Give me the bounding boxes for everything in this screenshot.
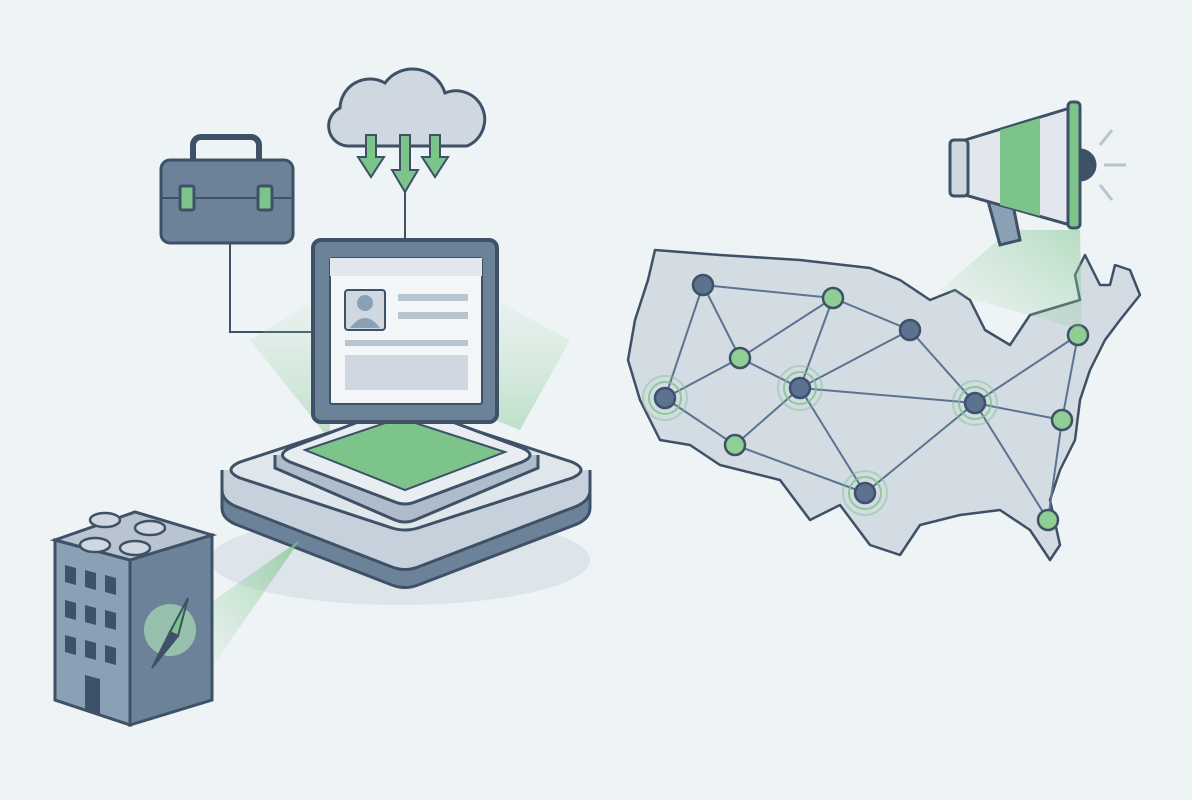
network-edge: [734, 387, 801, 446]
node-pulse-ring: [783, 371, 817, 405]
node-pulse-ring: [958, 386, 992, 420]
network-edge: [664, 397, 736, 446]
network-edge: [864, 402, 976, 494]
network-edge: [734, 444, 866, 494]
node-pulse-ring: [642, 375, 688, 421]
network-edge: [974, 402, 1049, 521]
network-edge: [1061, 334, 1079, 421]
monitor-glow: [250, 300, 570, 440]
network-node: [723, 433, 747, 457]
network-node: [1050, 408, 1074, 432]
network-edge: [1047, 419, 1063, 521]
megaphone-icon: [948, 100, 1126, 247]
us-map-network-icon: [626, 248, 1142, 562]
network-edge: [739, 297, 834, 359]
node-pulse-ring: [648, 381, 682, 415]
node-pulse-ring: [842, 470, 888, 516]
cloud-download-icon: [327, 67, 487, 194]
network-node: [821, 286, 845, 310]
building-glow: [200, 540, 300, 670]
profile-card-monitor-icon: [311, 238, 499, 424]
network-node: [898, 318, 922, 342]
network-node: [788, 376, 812, 400]
node-pulse-ring: [777, 365, 823, 411]
network-node: [728, 346, 752, 370]
network-node: [691, 273, 715, 297]
network-edge: [974, 402, 1063, 421]
network-node: [653, 386, 677, 410]
network-edge: [974, 334, 1079, 404]
megaphone-beam: [940, 230, 1082, 330]
network-edge: [799, 329, 911, 389]
briefcase-icon: [159, 134, 295, 245]
node-pulse-ring: [848, 476, 882, 510]
network-edge: [702, 284, 741, 359]
network-edge: [832, 297, 911, 331]
network-node: [1036, 508, 1060, 532]
network-node: [963, 391, 987, 415]
building-blocks-icon: [49, 510, 218, 728]
network-edge: [799, 387, 866, 494]
network-node: [853, 481, 877, 505]
compass-icon: [144, 597, 196, 669]
layered-platform-icon: [210, 404, 592, 605]
network-edge: [664, 357, 741, 399]
network-edge: [799, 387, 976, 404]
network-edge: [664, 284, 704, 399]
node-pulse-ring: [952, 380, 998, 426]
network-edge: [702, 284, 834, 299]
